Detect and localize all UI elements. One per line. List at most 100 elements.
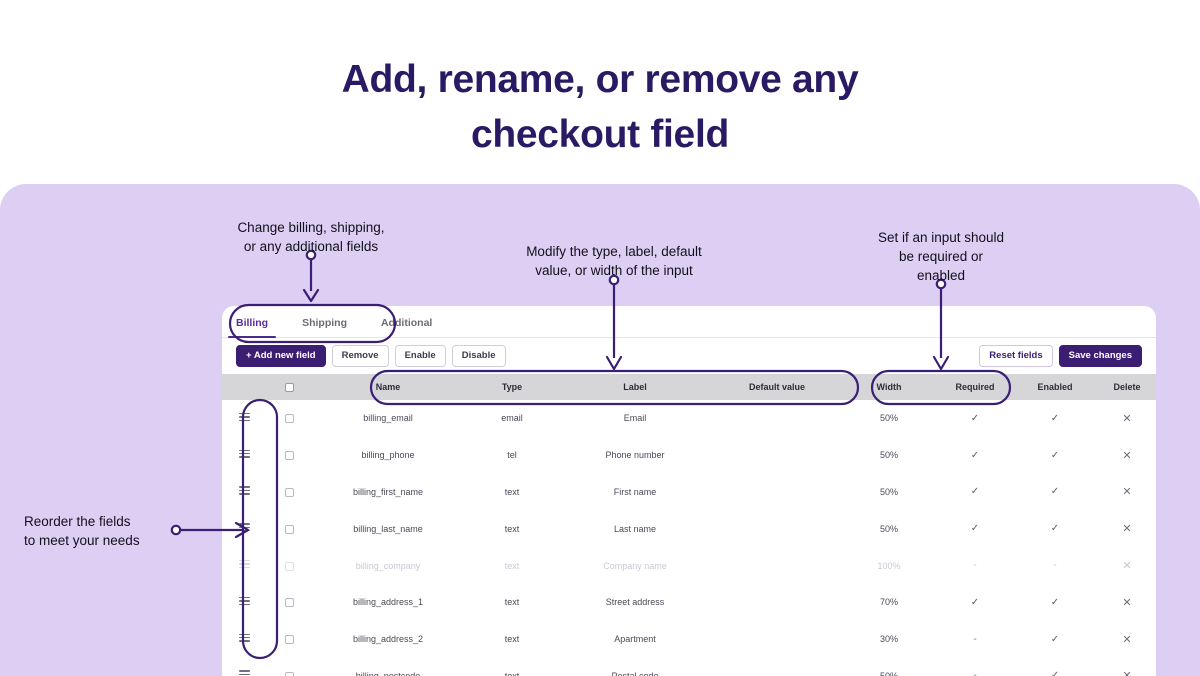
cell-name: billing_postcode bbox=[355, 670, 421, 676]
col-delete: Delete bbox=[1094, 374, 1156, 400]
cell-default-value bbox=[710, 474, 844, 511]
row-select-checkbox[interactable] bbox=[284, 451, 294, 461]
row-checkbox[interactable] bbox=[266, 400, 312, 437]
drag-handle-icon[interactable] bbox=[222, 474, 266, 511]
grip-icon[interactable] bbox=[238, 560, 250, 569]
enable-button[interactable]: Enable bbox=[394, 345, 446, 367]
close-icon[interactable]: ✕ bbox=[1122, 412, 1132, 425]
annotation-tabs-line-1: Change billing, shipping, bbox=[237, 220, 385, 235]
cell-enabled: ✓ bbox=[1016, 437, 1094, 474]
grip-icon[interactable] bbox=[238, 633, 250, 643]
tab-additional-label: Additional bbox=[381, 317, 433, 329]
cell-type: text bbox=[504, 597, 520, 608]
cell-label: Email bbox=[623, 413, 647, 424]
cell-required: ✓ bbox=[934, 400, 1016, 437]
row-checkbox[interactable] bbox=[266, 510, 312, 547]
cell-name: billing_address_2 bbox=[352, 634, 424, 645]
cell-default-value bbox=[710, 584, 844, 621]
drag-handle-icon[interactable] bbox=[222, 400, 266, 437]
row-checkbox[interactable] bbox=[266, 621, 312, 658]
row-checkbox[interactable] bbox=[266, 474, 312, 511]
select-all-checkbox[interactable] bbox=[284, 383, 294, 393]
row-select-checkbox[interactable] bbox=[284, 598, 294, 608]
row-select-checkbox[interactable] bbox=[284, 561, 294, 571]
close-icon[interactable]: ✕ bbox=[1122, 560, 1132, 573]
page-title-line-2: checkout field bbox=[470, 113, 730, 156]
annotation-fields-line-2: value, or width of the input bbox=[535, 263, 693, 278]
cell-delete[interactable]: ✕ bbox=[1094, 658, 1156, 676]
cell-delete[interactable]: ✕ bbox=[1094, 547, 1156, 584]
tab-shipping[interactable]: Shipping bbox=[302, 317, 369, 337]
cell-delete[interactable]: ✕ bbox=[1094, 400, 1156, 437]
tab-billing[interactable]: Billing bbox=[227, 317, 290, 338]
cell-label: Company name bbox=[603, 560, 667, 571]
cell-delete[interactable]: ✕ bbox=[1094, 584, 1156, 621]
checkout-fields-card: Billing Shipping Additional + Add new fi… bbox=[222, 306, 1156, 676]
close-icon[interactable]: ✕ bbox=[1122, 670, 1131, 676]
dash-icon: - bbox=[973, 560, 977, 572]
row-select-checkbox[interactable] bbox=[284, 524, 294, 534]
close-icon[interactable]: ✕ bbox=[1122, 633, 1132, 646]
cell-type: email bbox=[501, 413, 523, 424]
drag-handle-icon[interactable] bbox=[222, 621, 266, 658]
cell-default-value bbox=[710, 400, 844, 437]
drag-handle-icon[interactable] bbox=[222, 658, 266, 676]
tab-additional[interactable]: Additional bbox=[381, 317, 454, 337]
close-icon[interactable]: ✕ bbox=[1122, 523, 1132, 536]
drag-handle-icon[interactable] bbox=[222, 437, 266, 474]
cell-enabled: ✓ bbox=[1016, 474, 1094, 511]
table-header-row: Name Type Label Default value Width Requ… bbox=[222, 374, 1156, 400]
cell-delete[interactable]: ✕ bbox=[1094, 437, 1156, 474]
tab-shipping-label: Shipping bbox=[302, 317, 348, 329]
row-select-checkbox[interactable] bbox=[284, 414, 294, 424]
check-icon: ✓ bbox=[1050, 596, 1060, 608]
grip-icon[interactable] bbox=[238, 670, 250, 676]
col-handle bbox=[222, 374, 266, 400]
row-checkbox[interactable] bbox=[266, 658, 312, 676]
col-width: Width bbox=[844, 374, 934, 400]
row-checkbox[interactable] bbox=[266, 437, 312, 474]
grip-icon[interactable] bbox=[238, 449, 250, 459]
row-select-checkbox[interactable] bbox=[284, 635, 294, 645]
annotation-toggles-line-1: Set if an input should bbox=[877, 230, 1005, 245]
cell-delete[interactable]: ✕ bbox=[1094, 474, 1156, 511]
drag-handle-icon[interactable] bbox=[222, 584, 266, 621]
col-required: Required bbox=[934, 374, 1016, 400]
close-icon[interactable]: ✕ bbox=[1122, 596, 1132, 609]
remove-button[interactable]: Remove bbox=[331, 345, 389, 367]
grip-icon[interactable] bbox=[238, 523, 250, 532]
cell-name: billing_company bbox=[355, 560, 421, 571]
grip-icon[interactable] bbox=[238, 596, 250, 606]
close-icon[interactable]: ✕ bbox=[1122, 486, 1132, 499]
row-checkbox[interactable] bbox=[266, 547, 312, 584]
reset-fields-button[interactable]: Reset fields bbox=[979, 345, 1053, 367]
col-select-all[interactable] bbox=[266, 374, 312, 400]
disable-button[interactable]: Disable bbox=[451, 345, 506, 367]
save-changes-button[interactable]: Save changes bbox=[1058, 345, 1142, 367]
grip-icon[interactable] bbox=[238, 412, 250, 422]
close-icon[interactable]: ✕ bbox=[1122, 449, 1132, 462]
drag-handle-icon[interactable] bbox=[222, 547, 266, 584]
annotation-reorder-line-1: Reorder the fields bbox=[24, 514, 131, 529]
col-label: Label bbox=[560, 374, 710, 400]
row-select-checkbox[interactable] bbox=[284, 672, 294, 676]
grip-icon[interactable] bbox=[238, 486, 250, 495]
cell-delete[interactable]: ✕ bbox=[1094, 510, 1156, 547]
cell-required: ✓ bbox=[934, 510, 1016, 547]
cell-delete[interactable]: ✕ bbox=[1094, 621, 1156, 658]
col-name: Name bbox=[312, 374, 464, 400]
row-checkbox[interactable] bbox=[266, 584, 312, 621]
row-select-checkbox[interactable] bbox=[284, 488, 294, 498]
drag-handle-icon[interactable] bbox=[222, 510, 266, 547]
check-icon: ✓ bbox=[1050, 486, 1060, 498]
add-new-field-button[interactable]: + Add new field bbox=[236, 345, 326, 367]
cell-name: billing_last_name bbox=[353, 523, 423, 534]
